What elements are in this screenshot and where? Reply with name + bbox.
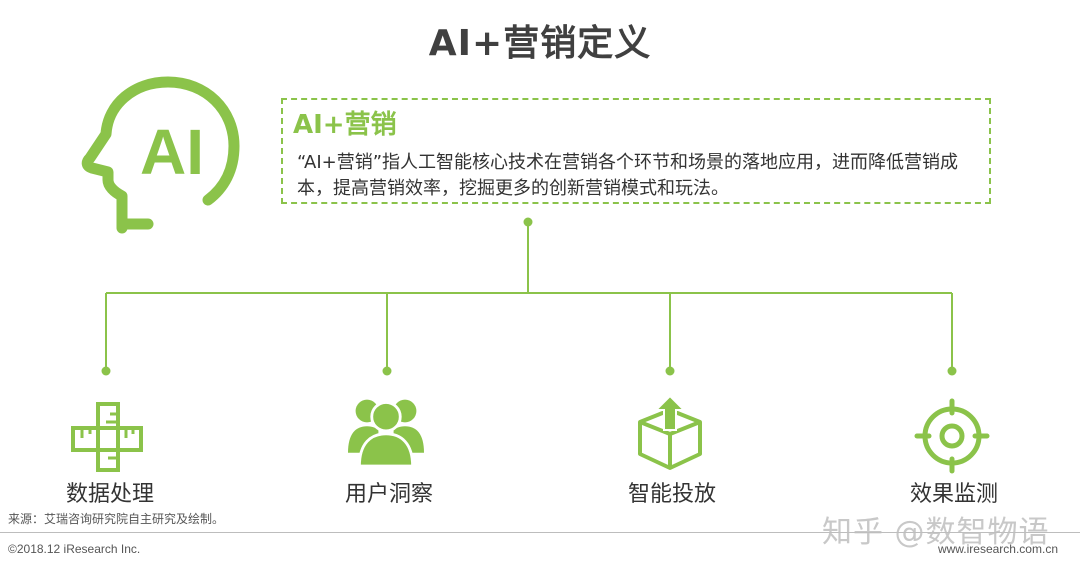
target-icon xyxy=(914,398,990,474)
ruler-icon xyxy=(71,402,143,472)
users-icon xyxy=(348,399,424,468)
item-label-smart-delivery: 智能投放 xyxy=(627,482,716,507)
website-link[interactable]: www.iresearch.com.cn xyxy=(937,542,1058,556)
branch-dot-4 xyxy=(947,366,957,376)
ai-head-icon: AI xyxy=(81,76,240,234)
ai-head-text: AI xyxy=(140,116,204,188)
item-label-effect-monitoring: 效果监测 xyxy=(909,482,998,507)
branch-dot-2 xyxy=(382,366,392,376)
page-title: AI+营销定义 xyxy=(428,23,652,64)
trunk-dot xyxy=(523,217,533,227)
branch-dot-3 xyxy=(665,366,675,376)
item-label-data-processing: 数据处理 xyxy=(65,482,154,507)
definition-text: “AI+营销”指人工智能核心技术在营销各个环节和场景的落地应用，进而降低营销成本… xyxy=(297,152,959,199)
watermark: 知乎 @数智物语 xyxy=(822,515,1050,550)
box-upload-icon xyxy=(638,396,702,470)
branch-dot-1 xyxy=(101,366,111,376)
definition-box: AI+营销 “AI+营销”指人工智能核心技术在营销各个环节和场景的落地应用，进而… xyxy=(281,98,991,204)
source-note: 来源：艾瑞咨询研究院自主研究及绘制。 xyxy=(8,512,225,526)
copyright: ©2018.12 iResearch Inc. xyxy=(8,542,141,556)
definition-title: AI+营销 xyxy=(293,110,397,140)
item-label-user-insight: 用户洞察 xyxy=(344,482,433,507)
footer-divider xyxy=(0,532,1080,533)
